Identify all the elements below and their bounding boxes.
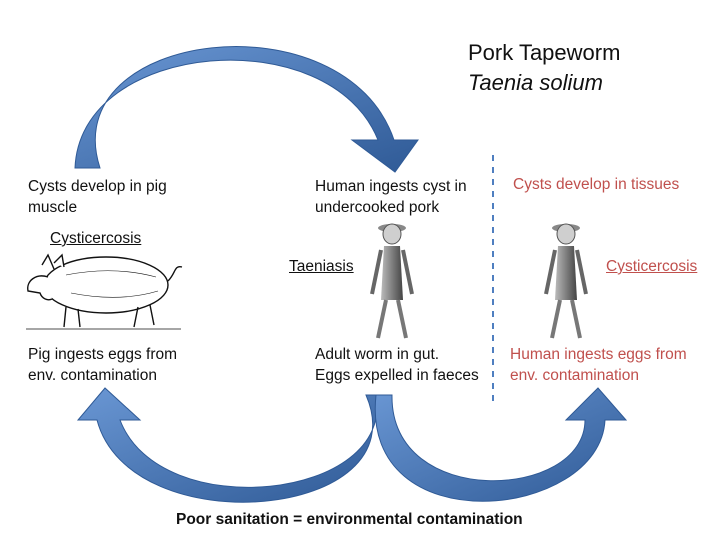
adult-worm-line2: Eggs expelled in faeces	[315, 367, 479, 384]
human-ingests-eggs-label: Human ingests eggs from env. contaminati…	[510, 344, 687, 386]
title-common-name: Pork Tapeworm	[468, 40, 621, 65]
pig-icon	[26, 253, 183, 330]
human-icon-center	[370, 223, 414, 339]
pig-ingests-label: Pig ingests eggs from env. contamination	[28, 344, 177, 386]
human-icon-right	[544, 223, 588, 339]
human-ingests-cyst-label: Human ingests cyst in undercooked pork	[315, 176, 467, 218]
title-scientific-name: Taenia solium	[468, 70, 603, 95]
cysts-tissues-label: Cysts develop in tissues	[513, 176, 680, 193]
taeniasis-label: Taeniasis	[289, 258, 354, 275]
bottom-left-cycle-arrow	[76, 387, 378, 503]
human-ingests-eggs-line1: Human ingests eggs from	[510, 346, 687, 363]
top-cycle-arrow	[74, 46, 419, 173]
human-ingests-cyst-line2: undercooked pork	[315, 199, 440, 216]
bottom-caption: Poor sanitation = environmental contamin…	[176, 511, 523, 528]
human-ingests-cyst-line1: Human ingests cyst in	[315, 178, 467, 195]
bottom-right-cycle-arrow	[374, 387, 628, 502]
human-cysticercosis-label: Cysticercosis	[606, 258, 698, 275]
adult-worm-line1: Adult worm in gut.	[315, 346, 440, 363]
adult-worm-label: Adult worm in gut. Eggs expelled in faec…	[315, 344, 479, 386]
pig-ingests-line1: Pig ingests eggs from	[28, 346, 178, 363]
human-ingests-eggs-line2: env. contamination	[510, 367, 639, 384]
pig-cysticercosis-label: Cysticercosis	[50, 230, 142, 247]
pig-ingests-line2: env. contamination	[28, 367, 157, 384]
title-block: Pork Tapeworm Taenia solium	[468, 38, 620, 98]
pig-cysts-label: Cysts develop in pig muscle	[28, 178, 167, 216]
